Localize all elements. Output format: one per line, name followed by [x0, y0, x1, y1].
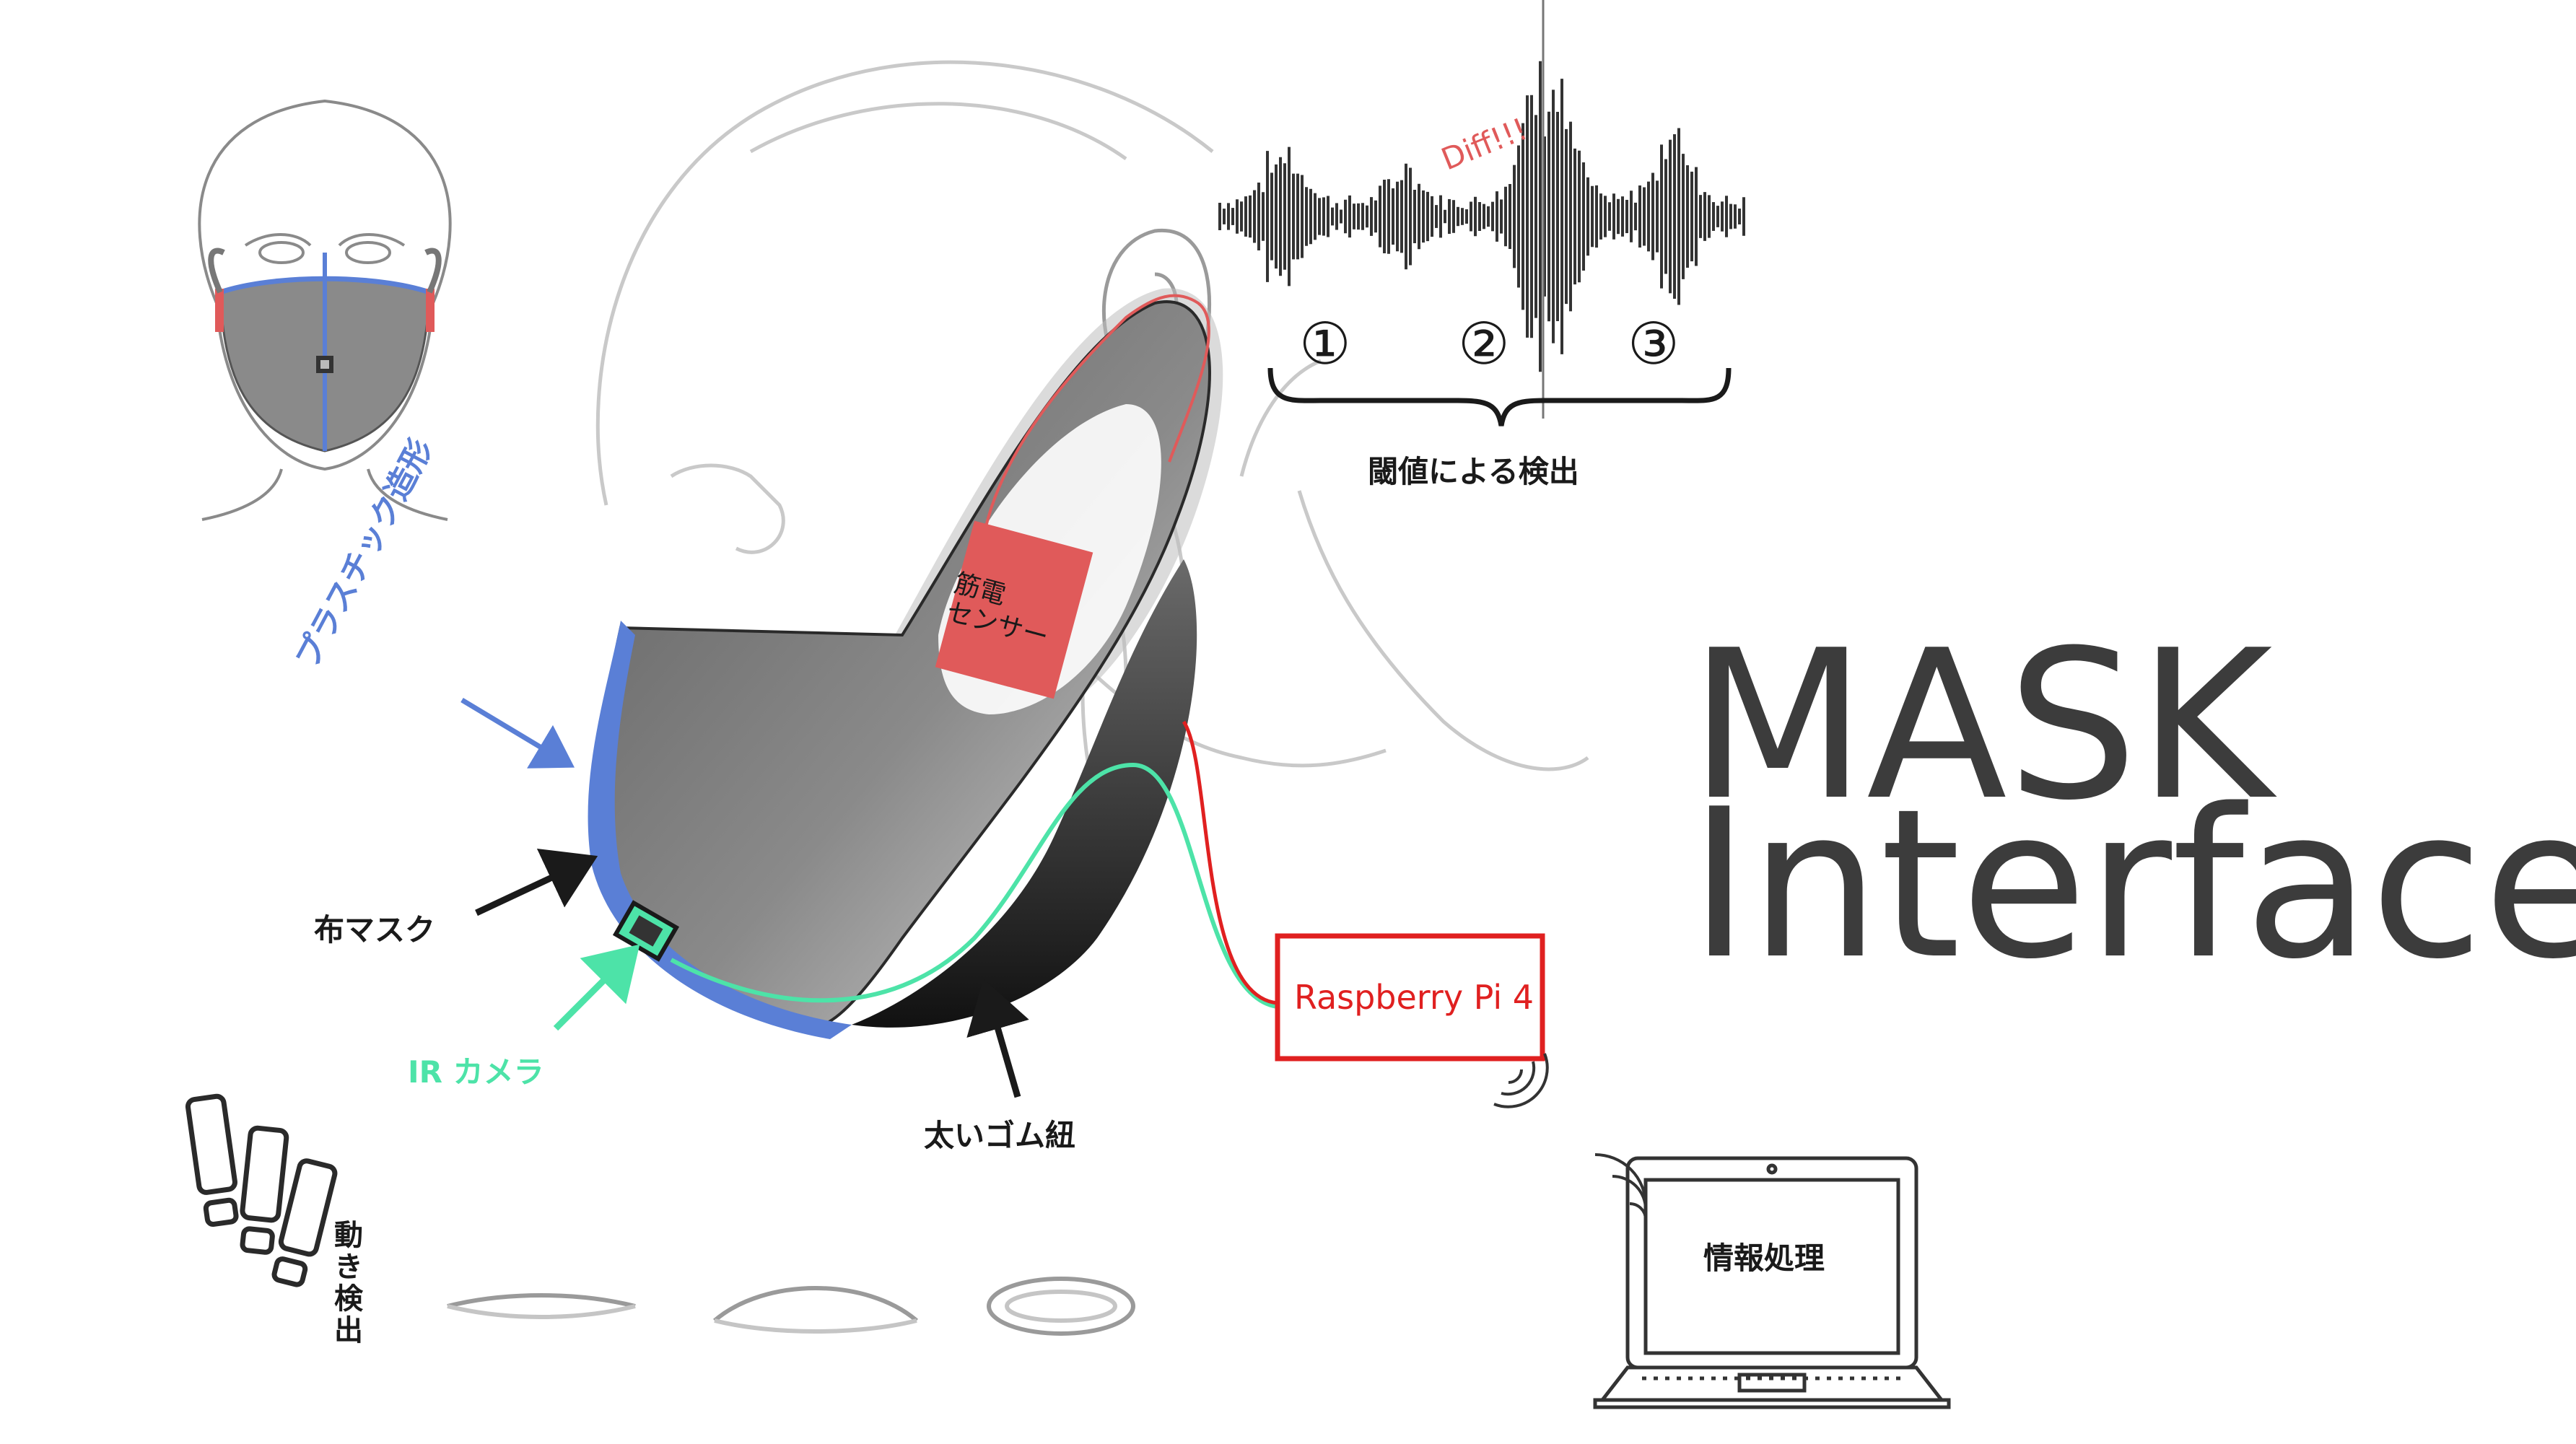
side-mask: [588, 288, 1278, 1039]
label-segment-3: ③: [1628, 310, 1680, 377]
raspberry-pi-box: [1275, 933, 1545, 1062]
label-motion-detection: 動き検出: [329, 1220, 362, 1347]
wifi-icon-laptop: [1594, 1153, 1647, 1220]
label-raspberry-pi: Raspberry Pi 4: [1294, 978, 1534, 1017]
label-ir-camera: IR カメラ: [408, 1054, 544, 1090]
arrow-cloth-mask: [475, 848, 598, 916]
exclamation-icons: [185, 1093, 338, 1287]
label-segment-2: ②: [1458, 310, 1510, 377]
title-line-1: MASK: [1689, 606, 2273, 846]
rubber-strap-shape: [852, 559, 1197, 1028]
front-head-sketch: [198, 99, 452, 521]
curly-brace: [1267, 367, 1732, 426]
emg-wire: [1182, 720, 1278, 1005]
ir-camera-chip: [612, 900, 680, 962]
label-rubber-strap: 太いゴム紐: [924, 1118, 1076, 1153]
wifi-icon-pi: [1493, 1053, 1549, 1108]
arrow-plastic: [460, 697, 575, 769]
label-segment-1: ①: [1299, 310, 1351, 377]
arrow-ir-camera: [553, 944, 640, 1031]
arrow-rubber-strap: [966, 979, 1029, 1098]
label-threshold-detection: 閾値による検出: [1368, 454, 1579, 489]
emg-sensor-box: [935, 520, 1093, 699]
front-mask: [208, 248, 442, 452]
camera-wire: [670, 762, 1278, 1009]
label-cloth-mask: 布マスク: [314, 912, 436, 948]
laptop-icon: [1593, 1156, 1951, 1409]
emg-waveform: [1218, 61, 1745, 372]
lip-sketches: [447, 1277, 1135, 1336]
title-line-2: Interface: [1689, 765, 2576, 1005]
label-processing: 情報処理: [1703, 1240, 1825, 1276]
